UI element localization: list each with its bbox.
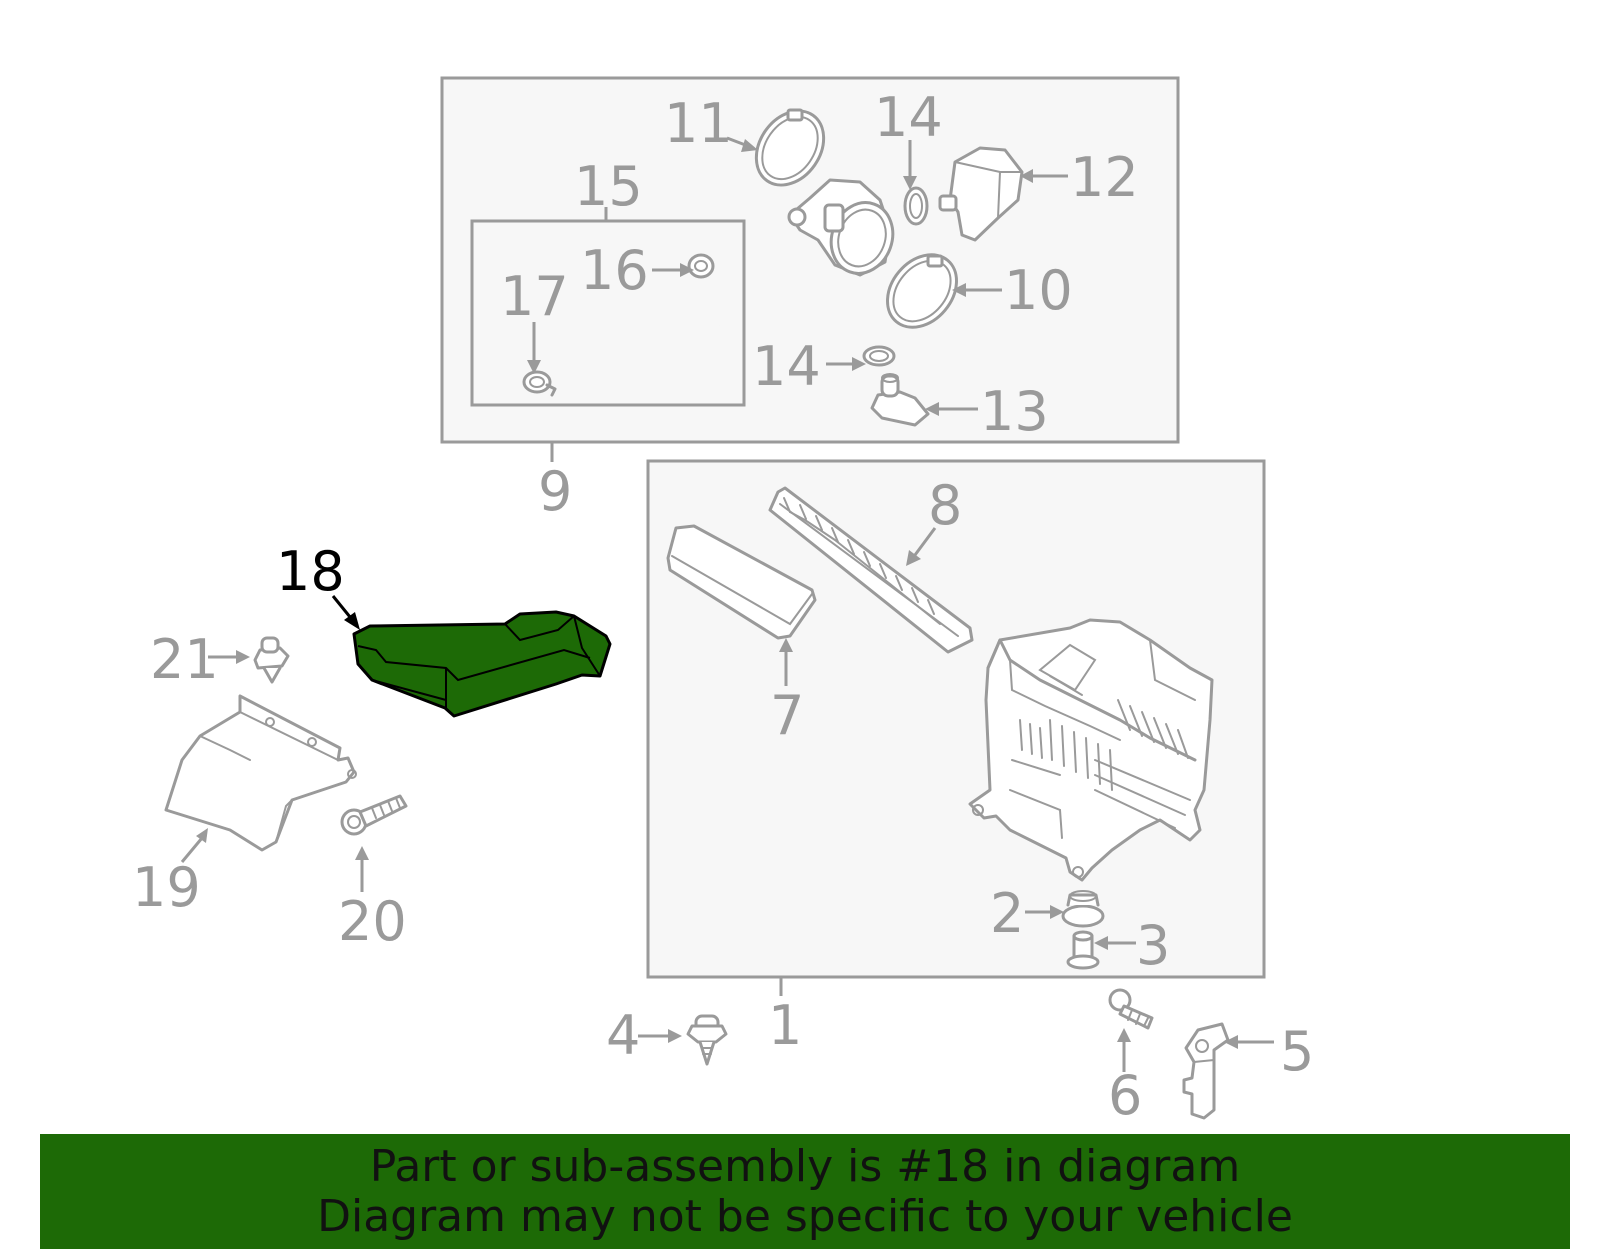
arrow-3 bbox=[1094, 936, 1108, 950]
arrow-19 bbox=[196, 828, 208, 843]
callout-14-upper: 14 bbox=[874, 86, 943, 149]
callout-10: 10 bbox=[1004, 259, 1073, 322]
banner-line-1: Part or sub-assembly is #18 in diagram bbox=[369, 1140, 1241, 1192]
arrow-5 bbox=[1224, 1035, 1238, 1049]
arrow-6 bbox=[1117, 1028, 1131, 1042]
part-14-clamp-lower[interactable] bbox=[862, 345, 896, 367]
callout-4: 4 bbox=[606, 1004, 640, 1067]
callout-21: 21 bbox=[150, 628, 219, 691]
arrow-7 bbox=[779, 638, 793, 652]
arrow-10 bbox=[952, 283, 966, 297]
callout-3: 3 bbox=[1136, 914, 1170, 977]
arrow-14-lower bbox=[852, 357, 866, 371]
part-4-push-clip[interactable] bbox=[686, 1014, 728, 1066]
arrow-21 bbox=[236, 650, 250, 664]
callout-14-lower: 14 bbox=[752, 335, 821, 398]
callout-9: 9 bbox=[538, 460, 572, 523]
callout-16: 16 bbox=[580, 239, 649, 302]
part-2-grommet[interactable] bbox=[1061, 890, 1105, 928]
banner-line-2: Diagram may not be specific to your vehi… bbox=[317, 1190, 1293, 1242]
arrow-11 bbox=[741, 139, 758, 152]
assembly-box-15 bbox=[470, 207, 746, 407]
callout-8: 8 bbox=[928, 474, 962, 537]
part-20-bolt[interactable] bbox=[340, 794, 408, 836]
part-19-shield[interactable] bbox=[164, 694, 357, 852]
part-17-clamp[interactable] bbox=[522, 370, 557, 397]
arrow-4 bbox=[668, 1029, 682, 1043]
part-10-clamp[interactable] bbox=[873, 241, 970, 341]
callout-19: 19 bbox=[132, 856, 201, 919]
part-14-clamp-upper[interactable] bbox=[903, 186, 929, 226]
arrow-17 bbox=[527, 360, 541, 374]
callout-15: 15 bbox=[574, 155, 643, 218]
callout-7: 7 bbox=[770, 684, 804, 747]
arrow-13 bbox=[925, 402, 939, 416]
callout-5: 5 bbox=[1280, 1020, 1314, 1083]
callout-6: 6 bbox=[1108, 1064, 1142, 1127]
part-18-air-duct[interactable] bbox=[352, 610, 612, 718]
part-7-filter[interactable] bbox=[666, 524, 817, 640]
arrow-2 bbox=[1050, 905, 1064, 919]
part-6-bolt[interactable] bbox=[1108, 988, 1154, 1030]
arrow-16 bbox=[680, 263, 694, 277]
air-cleaner-housing bbox=[968, 618, 1214, 882]
part-12-resonator[interactable] bbox=[938, 146, 1024, 242]
arrow-8 bbox=[906, 550, 921, 566]
part-3-collar[interactable] bbox=[1066, 930, 1100, 970]
arrow-20 bbox=[355, 846, 369, 860]
part-16-hose[interactable] bbox=[549, 253, 729, 361]
arrow-18 bbox=[344, 612, 360, 630]
callout-1: 1 bbox=[768, 994, 802, 1057]
callout-11: 11 bbox=[664, 92, 733, 155]
callout-20: 20 bbox=[338, 890, 407, 953]
callout-2: 2 bbox=[990, 882, 1024, 945]
callout-13: 13 bbox=[980, 380, 1049, 443]
throttle-body bbox=[787, 178, 895, 277]
part-8-air-filter[interactable] bbox=[768, 486, 974, 654]
arrow-14-upper bbox=[903, 176, 917, 190]
info-banner: Part or sub-assembly is #18 in diagram D… bbox=[40, 1134, 1570, 1249]
part-5-bracket[interactable] bbox=[1182, 1022, 1230, 1120]
callout-17: 17 bbox=[500, 265, 569, 328]
part-11-clamp[interactable] bbox=[742, 98, 837, 198]
arrow-12 bbox=[1020, 169, 1033, 183]
part-21-clip[interactable] bbox=[253, 636, 290, 684]
callout-12: 12 bbox=[1070, 146, 1139, 209]
callout-18: 18 bbox=[276, 540, 345, 603]
part-13-fitting[interactable] bbox=[870, 373, 930, 427]
